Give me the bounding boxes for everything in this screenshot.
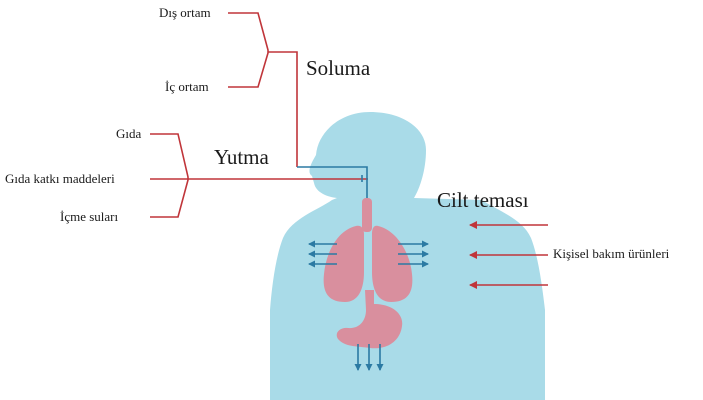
source-indoor-air: İç ortam	[165, 79, 209, 95]
source-outdoor-air: Dış ortam	[159, 5, 211, 21]
source-drinking-water: İçme suları	[60, 209, 118, 225]
inhalation-bracket	[228, 13, 297, 167]
trachea	[362, 198, 372, 232]
source-personal-care-products: Kişisel bakım ürünleri	[553, 246, 669, 262]
source-food-additives: Gıda katkı maddeleri	[5, 171, 115, 187]
route-ingestion-title: Yutma	[214, 145, 269, 170]
source-food: Gıda	[116, 126, 141, 142]
route-dermal-title: Cilt teması	[437, 188, 529, 213]
route-inhalation-title: Soluma	[306, 56, 370, 81]
